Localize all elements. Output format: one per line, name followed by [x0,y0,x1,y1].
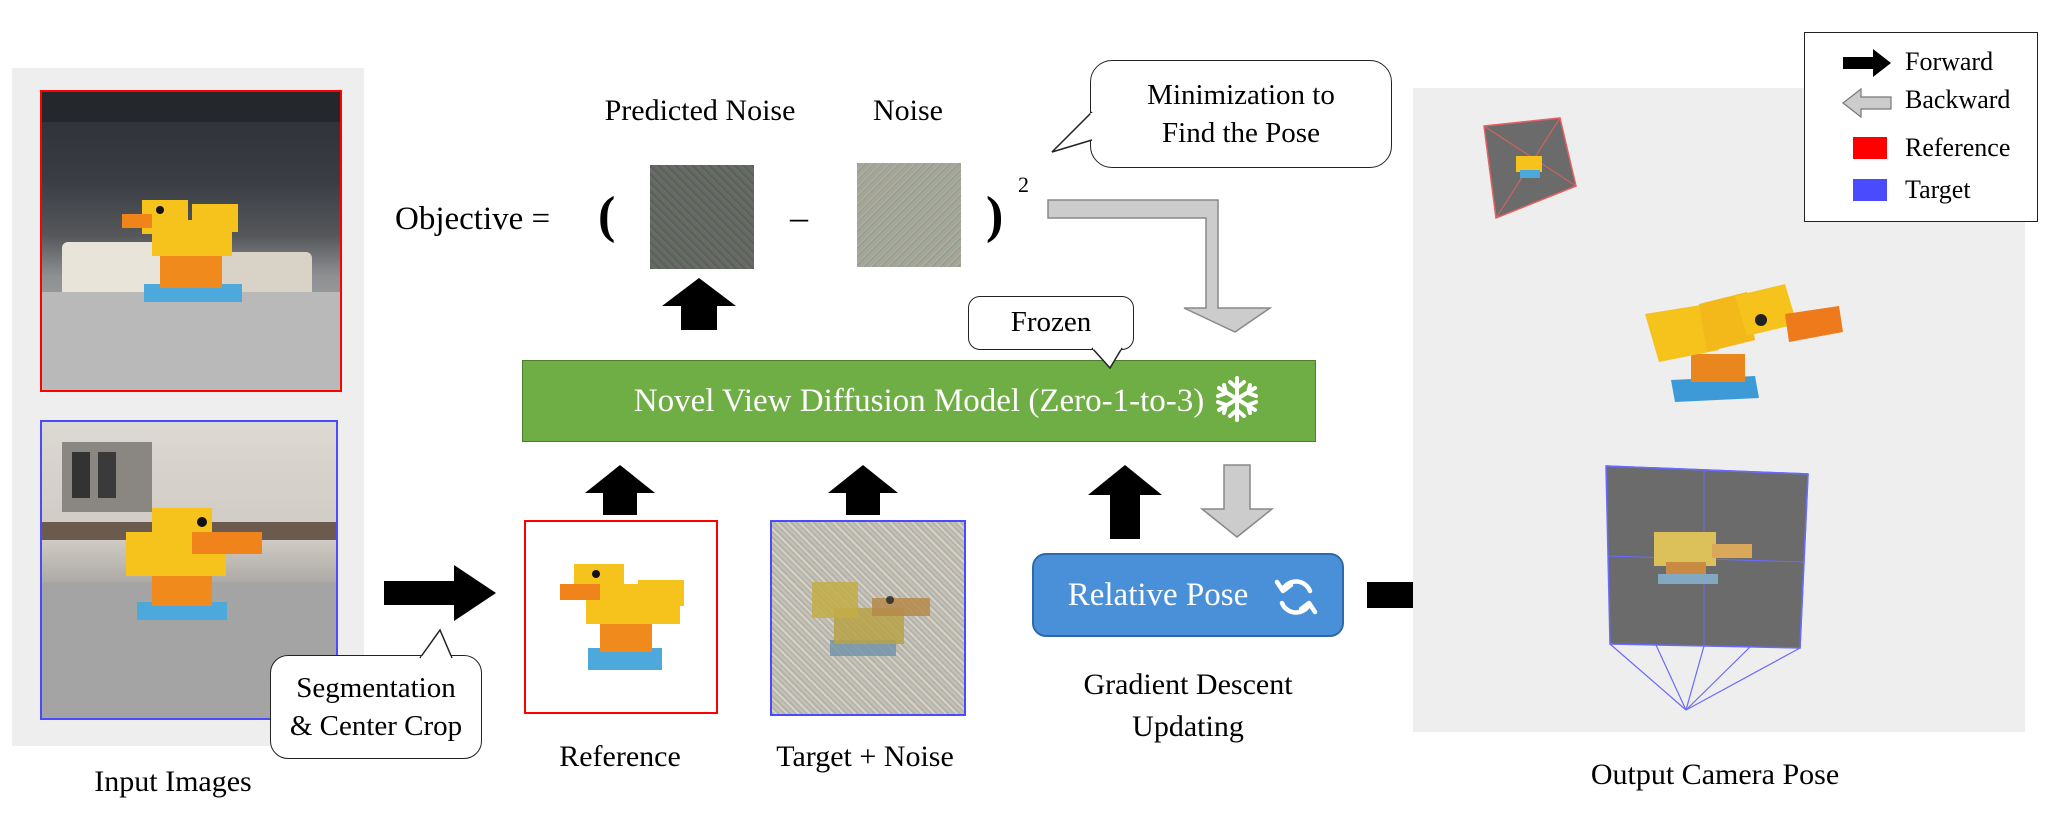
legend-backward-label: Backward [1905,85,2011,114]
target-noise-crop [770,520,966,716]
reference-input-photo [40,90,342,392]
predicted-noise-label: Predicted Noise [604,94,796,127]
reference-label: Reference [559,740,681,773]
backward-arrow-objective [1047,199,1273,333]
predicted-noise-image [650,165,754,269]
legend-item-reference: Reference [1853,129,2033,169]
minimization-line2: Find the Pose [1162,117,1320,149]
legend-target-swatch [1853,179,1887,201]
diffusion-model-box: Novel View Diffusion Model (Zero-1-to-3) [522,360,1316,442]
minimization-line1: Minimization to [1147,79,1335,111]
relative-pose-box: Relative Pose [1032,553,1344,637]
forward-arrow-crop [384,565,496,621]
noise-image [857,163,961,267]
legend-reference-swatch [1853,137,1887,159]
duck-crop-reference [560,564,684,670]
legend-item-target: Target [1853,173,2033,213]
open-paren: ( [598,187,616,244]
duck-3d-model [1645,284,1843,402]
input-images-label: Input Images [94,765,252,798]
minimization-bubble-tail [1051,111,1094,153]
target-camera [1605,465,1809,711]
segmentation-line1: Segmentation [296,672,456,704]
forward-arrow-up-pose [1088,465,1162,539]
target-input-photo [40,420,338,720]
exponent: 2 [1018,172,1029,197]
relative-pose-label: Relative Pose [1067,576,1249,613]
frozen-bubble: Frozen [968,296,1134,350]
forward-arrow-up-target [828,465,898,515]
segmentation-bubble-tail [419,628,453,660]
target-noise-label: Target + Noise [776,740,954,773]
frozen-label: Frozen [1010,306,1092,338]
noise-label: Noise [873,94,943,127]
segmentation-bubble: Segmentation & Center Crop [270,655,482,759]
legend-target-label: Target [1905,175,1971,204]
forward-arrow-up-reference [585,465,655,515]
minimization-bubble: Minimization to Find the Pose [1090,60,1392,168]
snowflake-icon [1213,375,1261,423]
diffusion-model-label: Novel View Diffusion Model (Zero-1-to-3) [633,382,1205,419]
legend-item-forward: Forward [1843,41,2033,81]
legend-reference-label: Reference [1905,133,2011,162]
duck-scene-reference [42,92,340,390]
refresh-icon [1274,575,1318,619]
reference-crop [524,520,718,714]
minus-sign: – [790,197,808,237]
legend: Forward Backward Reference Target [1804,32,2038,222]
reference-camera [1483,117,1577,220]
duck-scene-target [42,442,336,718]
legend-backward-arrow-icon [1842,87,1892,119]
gradient-descent-line1: Gradient Descent [1083,668,1293,701]
backward-arrow-pose [1199,464,1275,538]
frozen-bubble-tail [1091,346,1123,370]
segmentation-line2: & Center Crop [289,710,463,742]
forward-arrow-up-predicted [662,278,736,330]
gradient-descent-line2: Updating [1132,710,1244,743]
legend-forward-label: Forward [1905,47,1994,76]
noisy-duck [812,582,930,656]
legend-forward-arrow-icon [1843,49,1891,77]
objective-label: Objective = [395,201,551,237]
legend-item-backward: Backward [1842,83,2033,123]
output-camera-pose-label: Output Camera Pose [1590,758,1840,791]
close-paren: ) [986,187,1004,244]
